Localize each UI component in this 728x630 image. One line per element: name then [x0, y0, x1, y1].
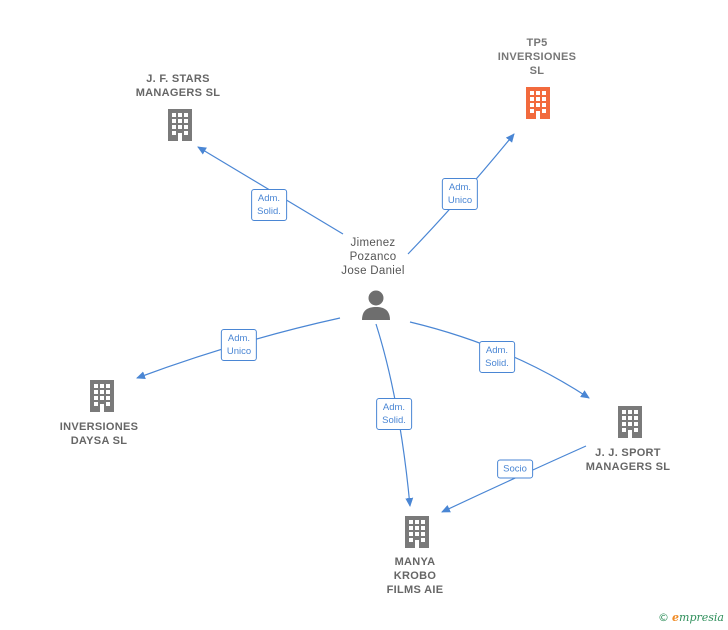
node-label-line: J. J. SPORT	[595, 447, 661, 459]
edge-jj-to-manya	[441, 445, 587, 513]
building-icon[interactable]	[401, 514, 433, 550]
node-label-line: DAYSA SL	[70, 435, 128, 447]
node-label-line: INVERSIONES	[497, 51, 577, 63]
edge-label-jj-to-manya[interactable]: Socio	[497, 459, 533, 479]
node-label-line: Pozanco	[349, 251, 397, 263]
edge-label-line: Solid.	[257, 206, 281, 217]
edge-label-line: Socio	[503, 463, 527, 475]
edge-label-line: Adm.	[227, 333, 251, 344]
node-label-jj-sport[interactable]: J. J. SPORT MANAGERS SL	[586, 446, 671, 474]
edge-label-line: Adm.	[485, 345, 509, 356]
edge-label-to-jf-stars[interactable]: Adm. Solid.	[251, 189, 287, 221]
edge-label-line: Unico	[226, 346, 252, 357]
node-label-line: Jose Daniel	[341, 265, 405, 277]
node-label-line: MANYA	[394, 556, 436, 568]
node-label-line: INVERSIONES	[59, 421, 139, 433]
edge-label-line: Unico	[447, 195, 473, 206]
node-label-manya-krobo[interactable]: MANYA KROBO FILMS AIE	[387, 555, 444, 597]
node-label-line: SL	[529, 65, 545, 77]
node-label-person[interactable]: Jimenez Pozanco Jose Daniel	[341, 236, 404, 278]
edge-label-to-daysa[interactable]: Adm. Unico	[220, 329, 258, 361]
edge-label-line: Adm.	[382, 402, 406, 413]
edge-label-to-tp5[interactable]: Adm. Unico	[441, 178, 479, 210]
node-label-line: TP5	[526, 37, 548, 49]
building-icon[interactable]	[522, 85, 554, 121]
edge-label-line: Solid.	[485, 358, 509, 369]
edge-label-to-manya[interactable]: Adm. Solid.	[376, 398, 412, 430]
brand-initial: e	[672, 611, 680, 624]
edge-label-line: Adm.	[448, 182, 472, 193]
node-label-line: J. F. STARS	[146, 73, 210, 85]
building-icon[interactable]	[164, 107, 196, 143]
person-icon[interactable]	[360, 288, 392, 322]
node-label-line: Jimenez	[350, 237, 396, 249]
edge-label-to-jj-sport[interactable]: Adm. Solid.	[479, 341, 515, 373]
node-label-inversiones-daysa[interactable]: INVERSIONES DAYSA SL	[60, 420, 139, 448]
node-label-line: MANAGERS SL	[135, 87, 221, 99]
edge-label-line: Adm.	[257, 193, 281, 204]
brand-name: mpresia	[679, 611, 724, 624]
building-icon[interactable]	[614, 404, 646, 440]
node-label-line: MANAGERS SL	[585, 461, 671, 473]
node-label-jf-stars[interactable]: J. F. STARS MANAGERS SL	[136, 72, 221, 100]
brand-logo[interactable]: ©empresia	[658, 611, 724, 624]
copyright-symbol: ©	[658, 611, 670, 624]
building-icon[interactable]	[86, 378, 118, 414]
edge-label-line: Solid.	[382, 415, 406, 426]
node-label-tp5[interactable]: TP5 INVERSIONES SL	[498, 36, 577, 78]
node-label-line: KROBO	[393, 570, 437, 582]
node-label-line: FILMS AIE	[386, 584, 444, 596]
